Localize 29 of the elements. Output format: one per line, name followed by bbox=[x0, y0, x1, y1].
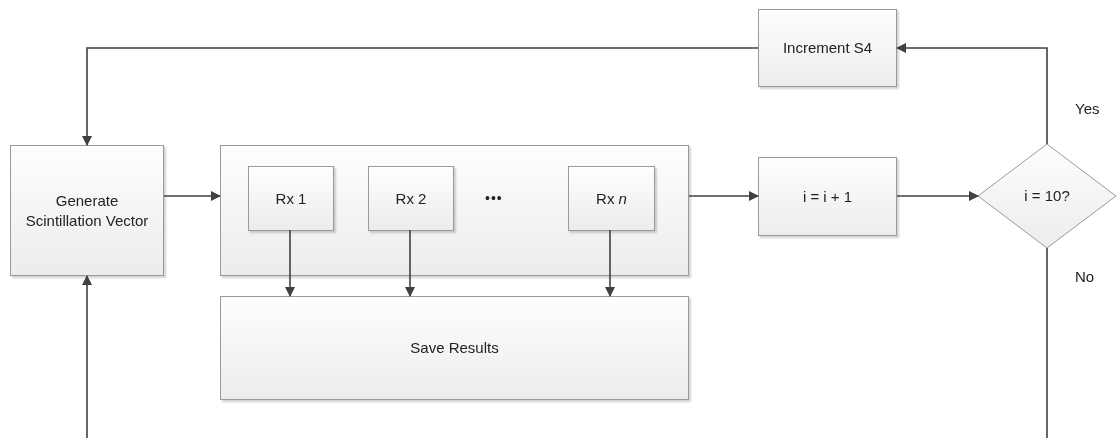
node-label: i = 10? bbox=[1023, 186, 1071, 206]
arrow bbox=[688, 191, 759, 201]
process-box bbox=[368, 166, 454, 231]
arrow bbox=[605, 229, 615, 297]
arrow bbox=[896, 191, 979, 201]
arrow bbox=[405, 229, 415, 297]
node-label: Rx 2 bbox=[394, 188, 428, 209]
process-box bbox=[220, 296, 689, 400]
node-label: Generate Scintillation Vector bbox=[24, 191, 150, 230]
arrow bbox=[82, 275, 92, 438]
process-box bbox=[248, 166, 334, 231]
edge-label: Yes bbox=[1075, 100, 1100, 117]
process-box bbox=[568, 166, 655, 231]
node-label: Rx n bbox=[595, 188, 628, 209]
node-label: Save Results bbox=[409, 338, 500, 358]
edge-label: No bbox=[1075, 268, 1095, 285]
node-label: i = i + 1 bbox=[801, 186, 854, 207]
arrow bbox=[163, 191, 221, 201]
arrow bbox=[285, 229, 295, 297]
process-box bbox=[758, 157, 897, 236]
process-box bbox=[10, 145, 164, 276]
arrow bbox=[896, 43, 1048, 145]
ellipsis-label: ••• bbox=[485, 190, 503, 206]
process-box bbox=[758, 9, 897, 87]
container-box bbox=[220, 145, 689, 276]
decision-diamond bbox=[978, 144, 1116, 248]
arrow bbox=[82, 47, 759, 146]
node-label: Rx 1 bbox=[274, 188, 308, 209]
node-label: Increment S4 bbox=[781, 38, 874, 58]
